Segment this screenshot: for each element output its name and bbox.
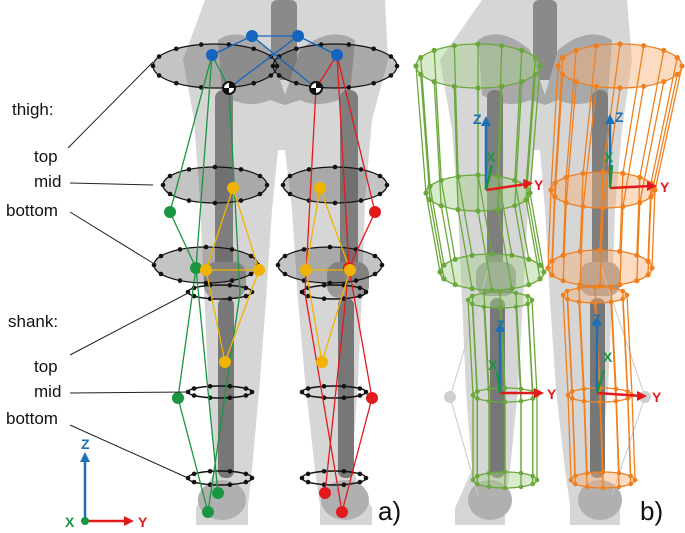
panel-a-pelvis-lines: [211, 35, 338, 89]
shank-level-top: top: [34, 357, 58, 376]
b-left-shank-x: X: [488, 357, 498, 373]
b-right-thigh-z: Z: [615, 109, 624, 125]
panel-a-left-leg-markers: [164, 206, 224, 518]
panel-a-knee-markers: [200, 182, 356, 368]
shank-level-mid: mid: [34, 382, 62, 401]
thigh-level-bottom: bottom: [6, 201, 58, 220]
panel-b-left-shank-frame: Z X Y: [488, 317, 557, 402]
panel-a-z-label: Z: [81, 436, 90, 452]
shank-header: shank:: [8, 312, 59, 331]
thigh-level-mid: mid: [34, 172, 62, 191]
b-right-shank-x: X: [603, 349, 613, 365]
panel-a-ring-vertices: [150, 42, 400, 488]
panel-b-left-thigh-frame: Z X Y: [473, 111, 544, 193]
shank-level-bottom: bottom: [6, 409, 58, 428]
b-left-thigh-z: Z: [473, 111, 482, 127]
panel-b-right-thigh-frame: Z X Y: [604, 109, 670, 195]
b-right-shank-z: Z: [592, 311, 601, 327]
b-right-shank-y: Y: [652, 389, 662, 405]
panel-a-tag: a): [378, 496, 402, 526]
panel-a-leader-lines: [67, 61, 191, 479]
b-right-thigh-x: X: [604, 149, 614, 165]
panel-b-right-shank-frame: Z X Y: [592, 311, 662, 405]
panel-b-tag: b): [640, 496, 664, 526]
b-right-thigh-y: Y: [660, 179, 670, 195]
b-left-thigh-x: X: [486, 149, 496, 165]
thigh-header: thigh:: [12, 100, 54, 119]
panel-a-y-label: Y: [138, 514, 148, 530]
thigh-level-top: top: [34, 147, 58, 166]
b-left-thigh-y: Y: [534, 177, 544, 193]
panel-b-right-thigh-cylinder: [547, 43, 683, 287]
panel-a-x-label: X: [65, 514, 75, 530]
thigh-bottom-ring-right: [277, 246, 383, 284]
b-left-shank-z: Z: [496, 317, 505, 333]
panel-a-hip-joint-markers: [222, 81, 323, 95]
b-left-shank-y: Y: [547, 386, 557, 402]
panel-a-pelvis-markers: [206, 30, 343, 61]
thigh-mid-ring-left: [162, 166, 268, 204]
panel-a-axis-triad: Z X Y: [65, 436, 148, 530]
panel-b-cylinder-vertices: [413, 41, 685, 491]
